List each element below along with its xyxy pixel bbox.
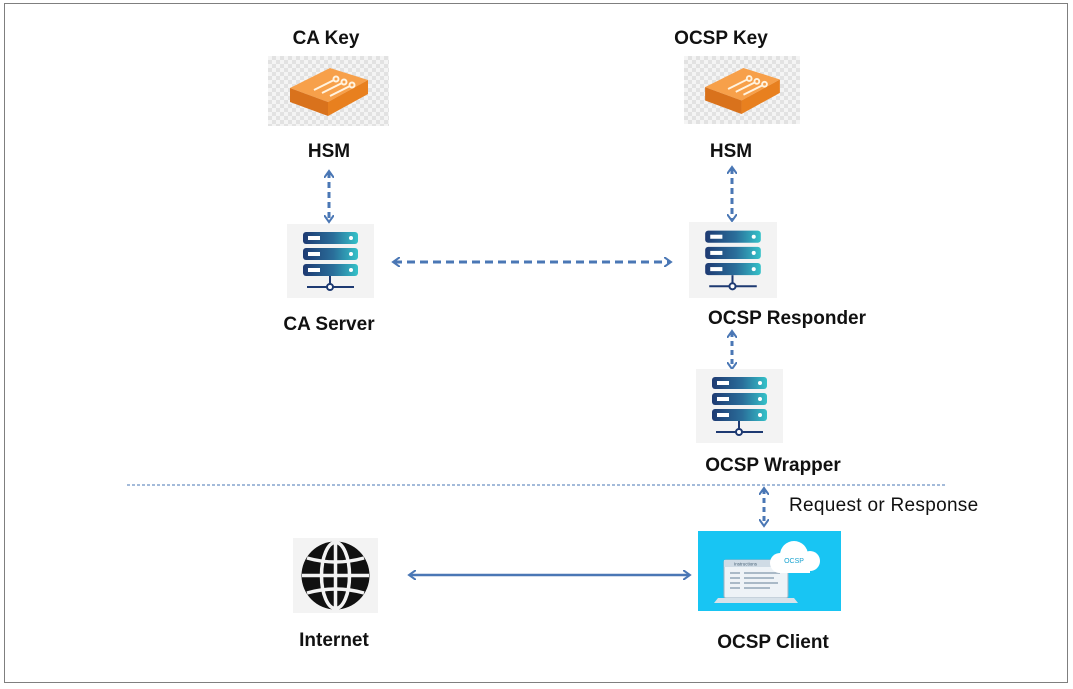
ocsp-client-device: OCSP Instructions (698, 531, 841, 611)
hsm-left-device (268, 56, 389, 126)
hsm-device-icon (290, 68, 368, 116)
label-ocsp-client: OCSP Client (717, 632, 829, 653)
label-ocsp-wrapper: OCSP Wrapper (705, 455, 841, 476)
laptop-cloud-icon: OCSP Instructions (714, 541, 820, 603)
ca-server-device (287, 224, 374, 298)
label-hsm-left: HSM (307, 141, 351, 162)
ocsp-wrapper-device (696, 369, 783, 443)
cloud-ocsp-text: OCSP (784, 558, 804, 565)
label-ca-key: CA Key (292, 28, 360, 49)
label-hsm-right: HSM (709, 141, 753, 162)
server-rack-icon (705, 230, 761, 291)
hsm-device-icon (705, 67, 780, 114)
globe-icon (301, 540, 370, 611)
server-rack-icon (303, 232, 358, 291)
label-internet: Internet (299, 630, 369, 651)
label-ocsp-responder: OCSP Responder (707, 308, 867, 329)
server-rack-icon (712, 377, 767, 436)
label-ocsp-key: OCSP Key (674, 28, 768, 49)
label-request-or-response: Request or Response (789, 495, 979, 516)
label-ca-server: CA Server (283, 314, 375, 335)
client-window-title: Instructions (734, 562, 758, 567)
hsm-right-device (684, 56, 800, 124)
diagram-frame (4, 3, 1068, 683)
internet-device (293, 538, 378, 613)
ocsp-responder-device (689, 222, 777, 298)
